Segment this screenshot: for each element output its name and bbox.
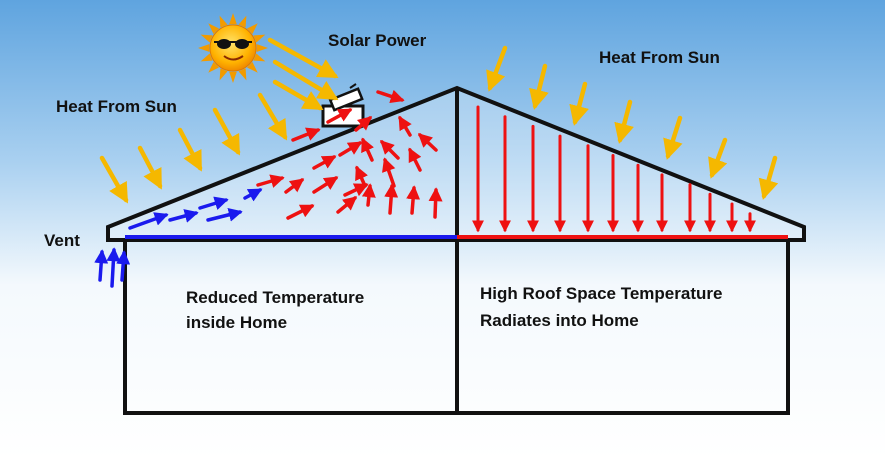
sun-ray [253,34,266,43]
hot-air-arrow [286,204,315,220]
sun-heat-arrow [137,145,163,190]
sun-heat-arrow [569,81,589,126]
reduced-temperature-line2: inside Home [186,313,288,332]
sun-heat-arrow [708,137,728,179]
high-roof-temperature-line2: Radiates into Home [480,311,639,330]
hot-air-arrow [406,185,421,215]
cool-air-arrow [198,196,229,210]
heat-from-sun-right-label: Heat From Sun [599,48,720,67]
sun-heat-arrow [663,115,683,160]
hot-air-arrows [256,89,756,233]
sun-heat-arrow [99,155,129,204]
sun-ray [238,68,247,81]
sun-heat-arrow [257,92,288,141]
sun-ray [247,23,258,34]
sun-heat-arrow [758,155,779,200]
reduced-temperature-line1: Reduced Temperature [186,288,365,307]
sun-ray [200,34,213,43]
cool-air-arrow [128,212,169,230]
cool-air-arrow [206,207,243,222]
hot-air-arrow [398,115,412,137]
hot-air-arrow [380,140,400,160]
sun-heat-arrow [529,63,549,110]
high-roof-temperature-label: High Roof Space Temperature Radiates int… [480,280,722,334]
sun-ray [229,71,237,83]
hot-air-arrow [384,183,399,215]
hot-air-arrow [382,157,396,188]
hot-air-arrow [291,127,321,142]
heat-from-sun-arrows [99,37,779,204]
cool-air-arrows [94,188,263,288]
sun-ray [200,53,213,62]
hot-air-arrow [428,187,443,219]
sun-heat-arrow [272,79,324,111]
heat-from-sun-left-label: Heat From Sun [56,97,177,116]
hot-air-arrow [256,174,285,188]
sun-heat-arrow [177,127,203,172]
sun-heat-arrow [267,37,339,79]
hot-air-arrow [361,137,374,162]
sun-heat-arrow [614,99,634,144]
hot-air-arrow [408,147,422,172]
smiling-sun-with-sunglasses-icon [198,13,268,83]
sun-ray [256,44,268,52]
hot-air-arrow [284,178,305,194]
cool-air-arrow [94,249,109,282]
hot-air-arrow [417,133,438,152]
hot-air-arrow [336,196,358,214]
sun-ray [238,15,247,28]
cool-air-arrow [243,188,263,202]
high-roof-temperature-line1: High Roof Space Temperature [480,284,723,303]
hot-air-arrow [312,155,337,170]
sun-ray [219,15,228,28]
cool-air-arrow [116,250,131,282]
hot-air-arrow [326,108,353,124]
reduced-temperature-label: Reduced Temperature inside Home [186,285,364,335]
vent-label: Vent [44,231,80,250]
hot-air-arrow [355,165,368,188]
sun-ray [219,68,228,81]
sun-ray [229,13,237,25]
cool-air-arrow [106,247,121,288]
hot-air-arrow [343,183,369,197]
cool-air-arrow [168,209,199,223]
hot-air-arrow [361,183,376,207]
sun-ray [198,44,210,52]
hot-air-arrow [312,176,339,194]
sun-heat-arrow [212,107,241,156]
sun-ray [253,53,266,62]
hot-air-arrow [338,141,363,157]
sun-heat-arrow [486,45,508,92]
sun-ray [247,62,258,73]
hot-air-arrow [376,89,405,104]
sun-ray [208,62,219,73]
sun-heat-arrow [272,59,339,101]
house-outline [106,85,806,415]
solar-power-label: Solar Power [328,31,427,50]
hot-air-arrow [354,116,373,132]
sun-ray [208,23,219,34]
